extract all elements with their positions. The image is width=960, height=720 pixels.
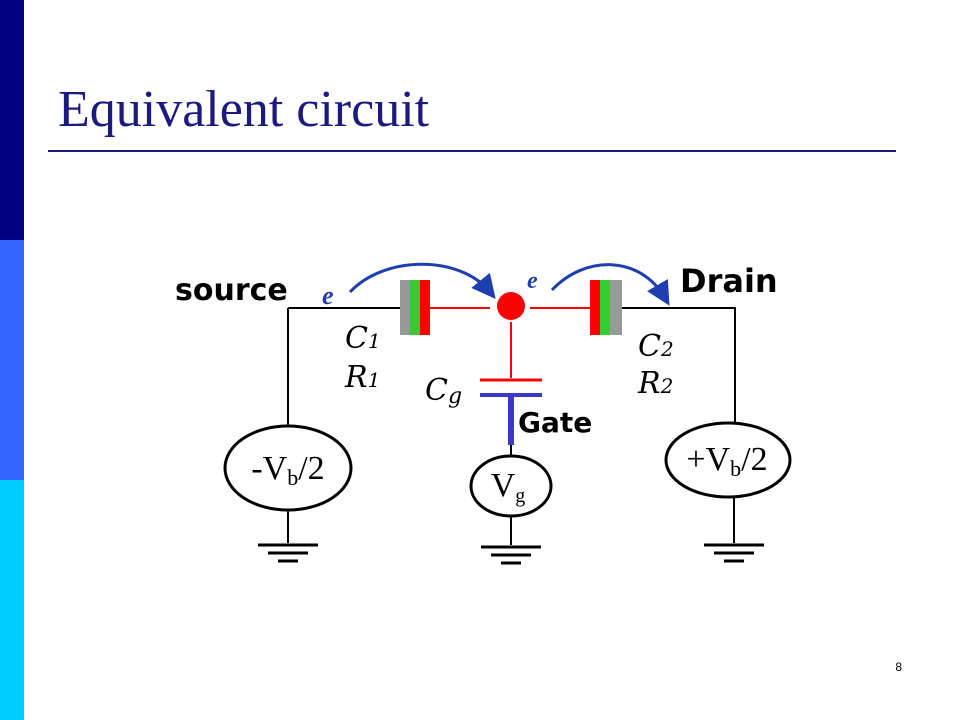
tunnel-junction-1 — [400, 280, 430, 335]
gate-capacitor — [480, 378, 542, 460]
page-number: 8 — [895, 660, 902, 674]
island-wires — [430, 307, 590, 378]
electron-label-right: e — [527, 268, 538, 294]
gate-label: Gate — [518, 406, 592, 439]
slide-title: Equivalent circuit — [58, 81, 430, 138]
title-underline — [48, 150, 896, 152]
sidebar-dark-blue-band — [0, 0, 24, 240]
r2-label: R2 — [637, 366, 673, 401]
right-voltage-source — [664, 421, 792, 499]
tunneling-arrow-right — [550, 263, 670, 306]
left-voltage-source-label: -Vb/2 — [251, 450, 324, 490]
circuit-wires — [287, 307, 736, 545]
drain-label: Drain — [680, 262, 778, 300]
c1-label: C1 — [345, 321, 381, 356]
ground-symbol-right — [704, 543, 764, 563]
gate-voltage-source-label: Vg — [491, 467, 526, 507]
r1-label: R1 — [344, 360, 380, 395]
left-voltage-source — [223, 424, 353, 512]
electron-label-left: e — [322, 281, 334, 310]
sidebar-medium-blue-band — [0, 240, 24, 480]
tunnel-junction-2 — [590, 280, 622, 335]
tunneling-arrow-left — [348, 262, 496, 299]
sidebar-cyan-band — [0, 480, 24, 720]
drain-wire — [622, 307, 736, 428]
right-voltage-source-label: +Vb/2 — [686, 441, 767, 481]
source-wire — [287, 307, 400, 428]
cg-label: Cg — [425, 373, 462, 409]
gate-voltage-source — [469, 454, 553, 518]
source-label: source — [175, 273, 288, 308]
c2-label: C2 — [638, 329, 674, 364]
island-dot — [497, 292, 525, 320]
ground-symbol-left — [258, 543, 318, 563]
ground-symbol-gate — [481, 545, 541, 565]
